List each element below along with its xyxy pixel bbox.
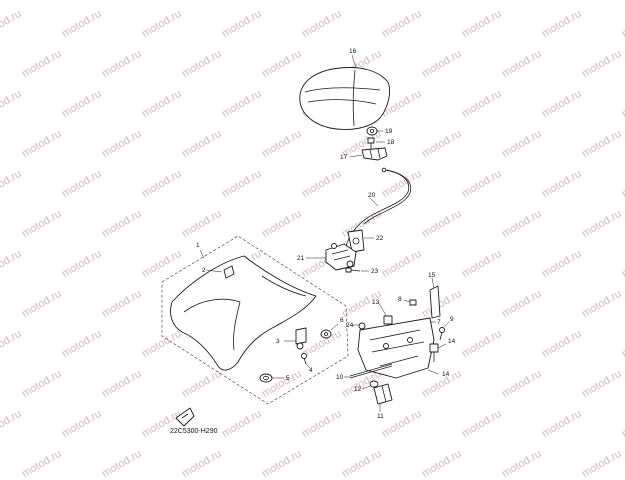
nut-part-8 [409, 299, 417, 306]
callout-label: 18 [387, 139, 395, 146]
exploded-parts-diagram: 1234567891011121314141516171819202122232… [161, 48, 456, 427]
washer-part-12 [369, 380, 379, 388]
callout-label: 8 [398, 296, 402, 303]
callout-label: 23 [371, 268, 379, 275]
front-direction-arrow-icon [175, 407, 195, 427]
callout-label: 22 [376, 235, 384, 242]
bolt-part-23 [345, 267, 361, 273]
callout-label: 9 [450, 316, 454, 323]
callout-label: 12 [354, 386, 362, 393]
bolt-part-18 [367, 137, 375, 150]
callout-label: 4 [309, 367, 313, 374]
callout-label: 11 [377, 413, 384, 420]
callout-label: 13 [372, 299, 380, 306]
damper-part-6 [320, 329, 332, 339]
callout-label: 20 [368, 192, 376, 199]
callout-label: 10 [336, 374, 344, 381]
callout-label: 15 [428, 272, 436, 279]
callout-label: 21 [297, 255, 305, 262]
callout-label: 1 [196, 242, 200, 249]
callout-label: 14 [448, 338, 456, 345]
callout-label: 19 [385, 128, 393, 135]
tail-cowl-part-2 [170, 255, 317, 371]
catch-part-11 [373, 383, 393, 405]
diagram-reference-code: 22C5300-H290 [170, 428, 218, 435]
callout-label: 7 [437, 319, 441, 326]
collar-part-24 [358, 322, 366, 330]
callout-label: 16 [349, 48, 357, 55]
assembly-boundary-part-1 [161, 235, 349, 405]
stay-part-15 [429, 285, 441, 319]
clip-part-13 [383, 315, 393, 325]
callout-label: 2 [202, 267, 206, 274]
callout-label: 5 [286, 375, 290, 382]
seat-part-16 [299, 67, 391, 130]
rod-part-10 [349, 363, 393, 379]
hook-part-17 [361, 147, 388, 161]
bushing-part-19 [366, 126, 378, 136]
damper-part-3 [295, 327, 307, 350]
callout-label: 24 [346, 322, 354, 329]
callout-label: 6 [340, 317, 344, 324]
lock-assembly-part-21 [325, 243, 357, 271]
bracket-part-22 [347, 229, 365, 253]
callout-label: 3 [276, 338, 280, 345]
grommet-part-5 [259, 373, 273, 383]
bolt-part-9 [439, 327, 445, 341]
callout-label: 17 [340, 154, 348, 161]
screw-part-4 [301, 353, 307, 365]
callout-label: 14 [442, 371, 450, 378]
lock-bracket-part-7 [357, 317, 435, 379]
